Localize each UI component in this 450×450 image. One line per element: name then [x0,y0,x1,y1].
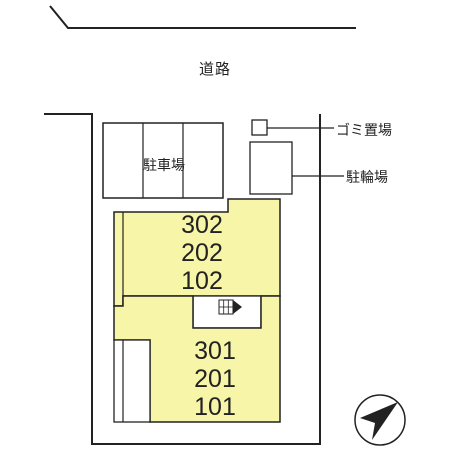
garbage-box [251,119,268,136]
unit-number: 201 [194,365,236,393]
bicycle-parking-label: 駐輪場 [346,170,388,186]
parking-label: 駐車場 [143,158,185,174]
site-boundary [44,113,321,445]
stairs-icon [218,299,242,315]
unit-number: 302 [181,211,223,239]
unit-number: 301 [194,337,236,365]
unit-number: 101 [194,393,236,421]
bicycle-parking-box [249,141,293,195]
road-label: 道路 [198,60,231,78]
road-edge-line [49,5,356,29]
unit-number: 202 [181,239,223,267]
parking-area [102,122,224,199]
north-arrow-icon [354,394,406,446]
building-south-wing [113,339,151,423]
garbage-area-label: ゴミ置場 [336,123,392,139]
unit-number: 102 [181,267,223,295]
